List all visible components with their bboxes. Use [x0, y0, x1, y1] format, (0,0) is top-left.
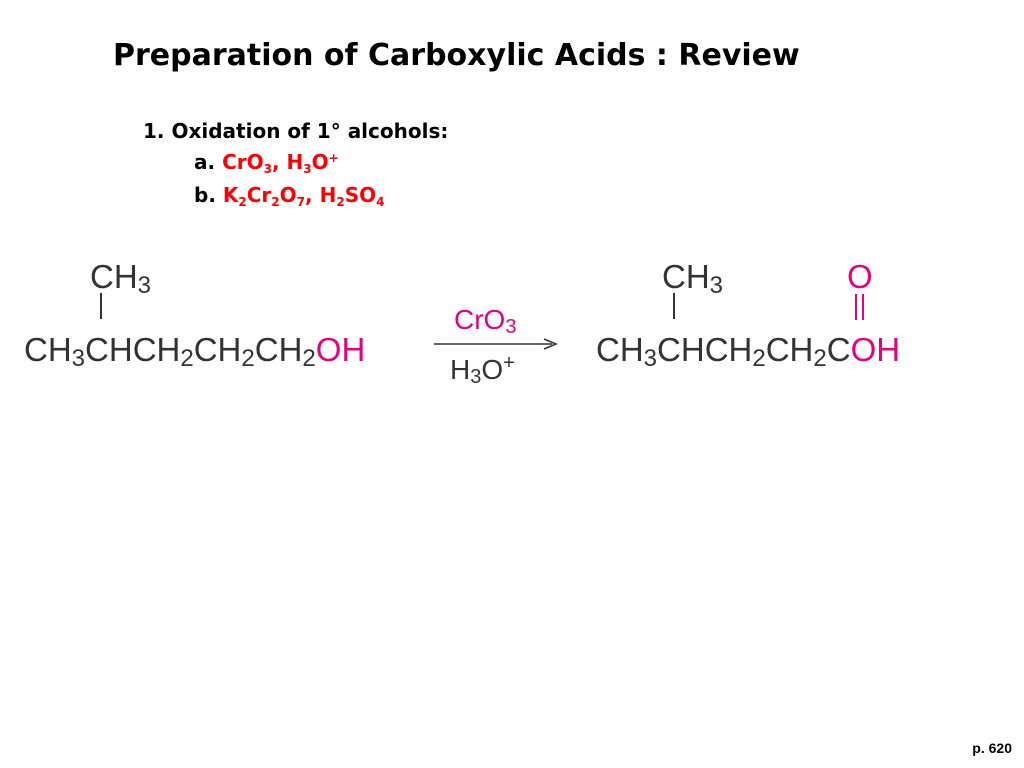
reactant-branch-bond [100, 293, 102, 319]
product-formula: CH3CHCH2CH2COH [596, 331, 901, 372]
item-b-reagent: K2Cr2O7, H2SO4 [222, 183, 385, 209]
product-methyl-branch: CH3 [662, 258, 724, 299]
slide-title: Preparation of Carboxylic Acids : Review [113, 38, 800, 73]
item-b-label: b. [194, 183, 216, 207]
item-a-label: a. [194, 150, 216, 174]
product-branch-bond [673, 293, 675, 319]
reaction-arrow [434, 338, 558, 350]
list-item-b: b. K2Cr2O7, H2SO4 [194, 183, 385, 209]
page-number: p. 620 [972, 740, 1012, 756]
list-item-a: a. CrO3, H3O+ [194, 150, 339, 176]
carbonyl-double-bond-right [862, 294, 864, 320]
carbonyl-double-bond-left [855, 294, 857, 320]
reactant-methyl-branch: CH3 [90, 258, 152, 299]
list-item-oxidation: 1. Oxidation of 1° alcohols: [143, 119, 449, 143]
item-a-reagent: CrO3, H3O+ [222, 150, 339, 176]
product-carbonyl-oxygen: O [847, 258, 873, 295]
reactant-formula: CH3CHCH2CH2CH2OH [24, 331, 366, 372]
arrow-reagent-top: CrO3 [454, 304, 517, 338]
arrow-reagent-bottom: H3O+ [450, 352, 515, 388]
